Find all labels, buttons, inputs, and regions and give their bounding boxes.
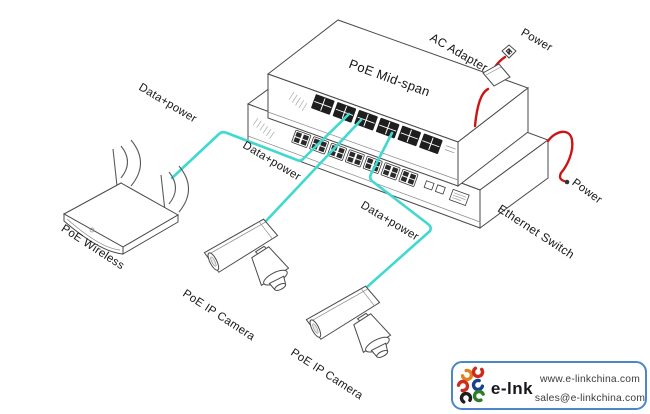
switch-vent-hatch <box>253 117 275 139</box>
cable-to-camera-1 <box>264 118 363 223</box>
vendor-email: sales@e-linkchina.com <box>535 393 645 404</box>
wall-outlet-icon <box>501 44 517 59</box>
label-data-power-3: Data+power <box>358 199 420 243</box>
cable-to-wireless-ap <box>170 112 351 180</box>
switch-uplink-port-2 <box>434 184 446 195</box>
logo-border <box>451 361 647 410</box>
wifi-waves-icon <box>120 139 190 213</box>
label-poe-ip-camera-2: PoE IP Camera <box>288 347 365 403</box>
poe-midspan-device <box>266 19 530 188</box>
vendor-website: www.e-linkchina.com <box>539 374 640 385</box>
brand-name: e-lnk <box>491 379 533 398</box>
switch-uplink-port <box>423 180 435 191</box>
midspan-vent-hatch <box>288 91 308 112</box>
poe-wireless-device <box>62 139 190 255</box>
power-cabling <box>473 44 574 185</box>
data-cabling <box>170 112 432 289</box>
label-data-power-1: Data+power <box>136 81 198 125</box>
switch-power-cable <box>546 130 574 183</box>
switch-port-row <box>291 129 470 207</box>
midspan-port-row <box>310 93 456 155</box>
power-plug-tip <box>564 179 570 185</box>
label-ethernet-switch: Ethernet Switch <box>495 202 577 262</box>
label-poe-ip-camera-1: PoE IP Camera <box>180 288 257 344</box>
switch-sticker <box>448 188 470 207</box>
cable-to-camera-2 <box>365 131 432 289</box>
label-power-outlet: Power <box>519 27 555 54</box>
vendor-logo-box: e-lnk www.e-linkchina.com sales@e-linkch… <box>451 361 647 410</box>
adapter-to-midspan-cable <box>473 87 490 128</box>
label-power-switch: Power <box>569 177 604 207</box>
ac-adapter-device <box>482 63 511 87</box>
poe-ip-camera-1 <box>202 216 301 314</box>
